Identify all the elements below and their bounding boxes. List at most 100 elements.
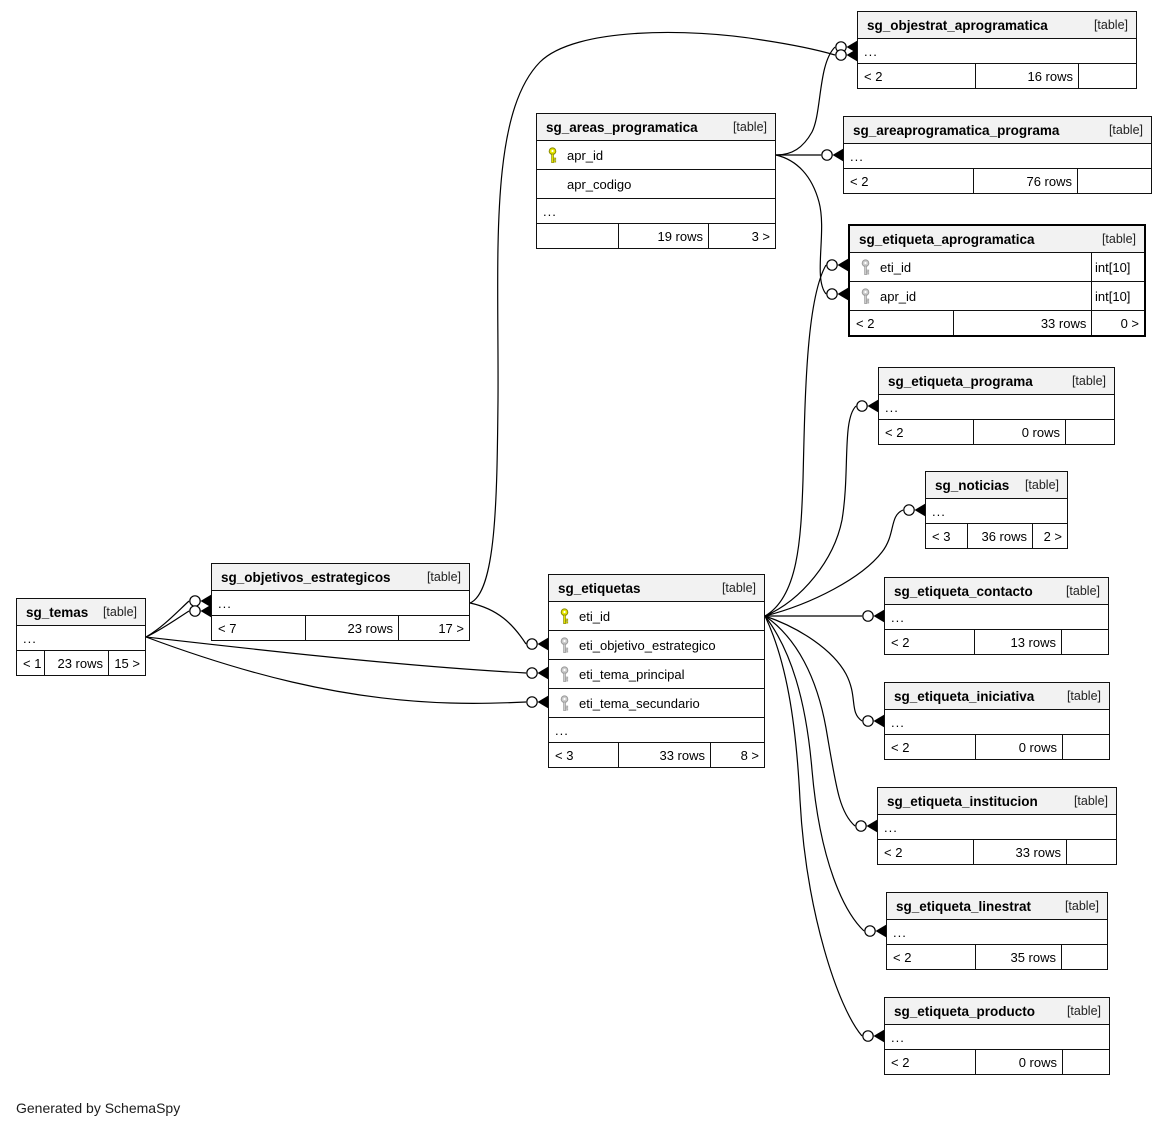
footer-rowcount-cell: 33 rows	[973, 840, 1066, 864]
ellipsis-text: ...	[891, 714, 905, 730]
ellipsis-text: ...	[885, 399, 899, 415]
relationship-sg_areas_programatica.apr_id--sg_etiqueta_aprogramatica.apr_id	[775, 154, 827, 295]
crows-foot-marker	[537, 695, 548, 709]
table-header: sg_areas_programatica[table]	[537, 114, 775, 141]
relationship-sg_etiquetas.eti_id--sg_etiqueta_institucion	[764, 615, 856, 827]
column-name: apr_id	[880, 288, 917, 304]
key-icon-slot	[549, 636, 579, 654]
footer-children-cell	[1061, 945, 1107, 969]
table-name: sg_etiqueta_producto	[894, 1003, 1036, 1019]
zero-or-many-circle-marker	[826, 259, 838, 271]
relationship-sg_etiquetas.eti_id--sg_etiqueta_iniciativa	[764, 615, 863, 722]
table-type-label: [table]	[1064, 899, 1099, 913]
table-type-label: [table]	[1065, 584, 1100, 598]
zero-or-many-circle-marker	[864, 925, 876, 937]
column-name: eti_id	[880, 259, 912, 275]
footer-rowcount-cell: 0 rows	[975, 1050, 1062, 1074]
zero-or-many-circle-marker	[526, 667, 538, 679]
footer-rowcount-cell: 19 rows	[618, 224, 708, 248]
column-name: eti_tema_principal	[579, 666, 685, 682]
table-type-label: [table]	[1066, 689, 1101, 703]
footer-parents-cell: < 2	[856, 315, 875, 331]
column-name: apr_codigo	[567, 176, 632, 192]
table-sg_areas_programatica[interactable]: sg_areas_programatica[table] apr_id apr_co…	[536, 113, 776, 249]
table-header: sg_areaprogramatica_programa[table]	[844, 117, 1151, 144]
key-icon-slot	[850, 287, 880, 305]
ellipsis-row: ...	[537, 199, 775, 224]
footer-children-cell	[1077, 169, 1151, 193]
footer-children-cell: 0 >	[1091, 311, 1144, 335]
ellipsis-row: ...	[17, 626, 145, 651]
column-name: eti_objetivo_estrategico	[579, 637, 716, 653]
table-name: sg_temas	[26, 604, 89, 620]
footer-children-cell	[1062, 735, 1109, 759]
column-row-eti_tema_principal: eti_tema_principal	[549, 660, 764, 689]
foreign-key-icon	[861, 287, 869, 304]
footer-rowcount-cell: 0 rows	[973, 420, 1065, 444]
foreign-key-icon	[560, 694, 568, 711]
footer-children-cell: 2 >	[1032, 524, 1067, 548]
table-type-label: [table]	[1071, 374, 1106, 388]
footer-children-cell	[1065, 420, 1114, 444]
ellipsis-text: ...	[884, 819, 898, 835]
foreign-key-icon	[861, 258, 869, 275]
zero-or-many-circle-marker	[855, 820, 867, 832]
crows-foot-marker	[866, 819, 877, 833]
footer-children-cell: 8 >	[710, 743, 764, 767]
zero-or-many-circle-marker	[826, 288, 838, 300]
ellipsis-text: ...	[891, 609, 905, 625]
ellipsis-row: ...	[878, 815, 1116, 840]
ellipsis-row: ...	[885, 710, 1109, 735]
table-type-label: [table]	[1066, 1004, 1101, 1018]
footer-parents-cell: < 2	[850, 173, 869, 189]
ellipsis-text: ...	[893, 924, 907, 940]
column-type: int[10]	[1091, 253, 1144, 281]
footer-children-cell: 17 >	[398, 616, 469, 640]
column-name: apr_id	[567, 147, 604, 163]
relationship-sg_etiquetas.eti_id--sg_noticias	[764, 509, 904, 617]
footer-parents-cell: < 3	[932, 528, 951, 544]
table-name: sg_areaprogramatica_programa	[853, 122, 1060, 138]
foreign-key-icon	[560, 636, 568, 653]
ellipsis-text: ...	[864, 43, 878, 59]
table-type-label: [table]	[1093, 18, 1128, 32]
table-header: sg_etiqueta_iniciativa[table]	[885, 683, 1109, 710]
table-header: sg_objestrat_aprogramatica[table]	[858, 12, 1136, 39]
relationship-sg_etiquetas.eti_id--sg_etiqueta_aprogramatica.eti_id	[764, 264, 827, 617]
table-header: sg_etiqueta_aprogramatica[table]	[850, 226, 1144, 253]
key-icon-slot	[549, 694, 579, 712]
crows-foot-marker	[537, 666, 548, 680]
ellipsis-text: ...	[891, 1029, 905, 1045]
zero-or-many-circle-marker	[189, 595, 201, 607]
table-sg_etiqueta_aprogramatica[interactable]: sg_etiqueta_aprogramatica[table] eti_id in…	[848, 224, 1146, 337]
footer-children-cell	[1078, 64, 1136, 88]
footer-rowcount-cell: 33 rows	[618, 743, 710, 767]
footer-rowcount-cell: 35 rows	[975, 945, 1061, 969]
crows-foot-marker	[846, 48, 857, 62]
column-row-eti_id: eti_id	[549, 602, 764, 631]
footer-children-cell: 15 >	[108, 651, 145, 675]
table-sg_areaprogramatica_programa[interactable]: sg_areaprogramatica_programa[table]...< …	[843, 116, 1152, 194]
table-name: sg_etiqueta_linestrat	[896, 898, 1032, 914]
footer-rowcount-cell: 23 rows	[44, 651, 108, 675]
relationship-sg_etiquetas.eti_id--sg_etiqueta_linestrat	[764, 615, 865, 932]
crows-foot-marker	[867, 399, 878, 413]
key-icon-slot	[850, 258, 880, 276]
column-row-apr_codigo: apr_codigo	[537, 170, 775, 199]
